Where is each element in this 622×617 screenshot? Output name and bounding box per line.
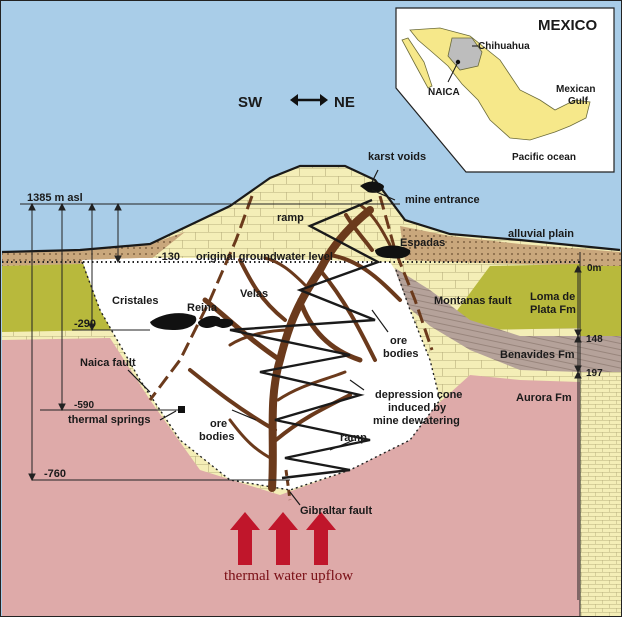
thermal-springs-label: thermal springs: [68, 414, 151, 426]
karst-voids-cave: [360, 181, 384, 193]
gibraltar-fault-line: [284, 469, 292, 501]
reina-label: Reina: [187, 302, 218, 314]
strat-thickness-arrows: [574, 264, 582, 600]
gibraltar-fault-label: Gibraltar fault: [300, 505, 372, 517]
loma-label-line2: Plata Fm: [530, 304, 576, 316]
inset-naica-label: NAICA: [428, 87, 460, 98]
inset-chihuahua-label: Chihuahua: [478, 41, 530, 52]
inset-gulf-line2: Gulf: [568, 96, 589, 107]
direction-sw-label: SW: [238, 94, 263, 111]
montanas-fault-label: Montanas fault: [434, 295, 512, 307]
inset-map-title: MEXICO: [538, 17, 598, 34]
strat-column-loma: [580, 266, 621, 336]
alluvial-plain-label: alluvial plain: [508, 228, 574, 240]
strat-148-label: 148: [586, 334, 603, 345]
velas-cave: [210, 318, 234, 328]
cristales-label: Cristales: [112, 295, 158, 307]
ground-surface-line: [1, 164, 621, 254]
aurora-label: Aurora Fm: [516, 392, 572, 404]
espadas-cave: [375, 245, 411, 259]
depression-cone-line3: mine dewatering: [373, 415, 460, 427]
naica-fault-line: [148, 195, 254, 401]
aurora-basement: [2, 338, 580, 616]
alluvium-right: [400, 226, 620, 266]
velas-label: Velas: [240, 288, 268, 300]
mine-ramp-path: [229, 198, 381, 480]
strat-197-label: 197: [586, 368, 603, 379]
inset-map: [395, 7, 615, 173]
elevation-130-label: -130: [158, 251, 180, 263]
naica-leader: [447, 61, 459, 83]
orientation-arrow: [290, 94, 328, 106]
espadas-label: Espadas: [400, 237, 445, 249]
groundwater-label: original groundwater level: [196, 251, 333, 263]
loma-de-plata-right: [450, 264, 580, 330]
loma-label-line1: Loma de: [530, 291, 575, 303]
inset-pacific-label: Pacific ocean: [512, 152, 576, 163]
elevation-290-label: -290: [74, 318, 96, 330]
karst-voids-label: karst voids: [368, 151, 426, 163]
elevation-590-label: -590: [74, 400, 94, 411]
strat-column-benavides: [580, 336, 621, 372]
elevation-asl-label: 1385 m asl: [27, 192, 83, 204]
ore-bodies-left-line1: ore: [210, 418, 227, 430]
ore-bodies-right-line1: ore: [390, 335, 407, 347]
ramp-upper-label: ramp: [277, 212, 304, 224]
depression-cone-outline: [81, 261, 441, 491]
depression-cone-line2: induced by: [388, 402, 447, 414]
cristales-cave: [150, 313, 197, 330]
strat-zero-label: 0m: [587, 263, 602, 274]
benavides-formation: [395, 268, 580, 372]
montanas-fault-line: [378, 195, 434, 351]
inset-gulf-line1: Mexican: [556, 84, 595, 95]
mine-entrance-label: mine entrance: [405, 194, 480, 206]
callout-leaders: [127, 169, 396, 506]
thermal-upflow-arrows: [230, 512, 336, 565]
ore-bodies-left-line2: bodies: [199, 431, 234, 443]
naica-fault-label: Naica fault: [80, 357, 136, 369]
elevation-measure-lines: [20, 202, 400, 482]
strat-column-alluvium: [580, 252, 621, 266]
benavides-label: Benavides Fm: [500, 349, 575, 361]
ramp-lower-label: ramp: [340, 432, 367, 444]
direction-ne-label: NE: [334, 94, 355, 111]
elevation-760-label: -760: [44, 468, 66, 480]
thermal-upflow-label: thermal water upflow: [224, 568, 353, 584]
thermal-springs-marker: [178, 406, 185, 413]
baja-peninsula: [401, 37, 433, 89]
ore-bodies-right-line2: bodies: [383, 348, 418, 360]
depression-cone-line1: depression cone: [375, 389, 462, 401]
